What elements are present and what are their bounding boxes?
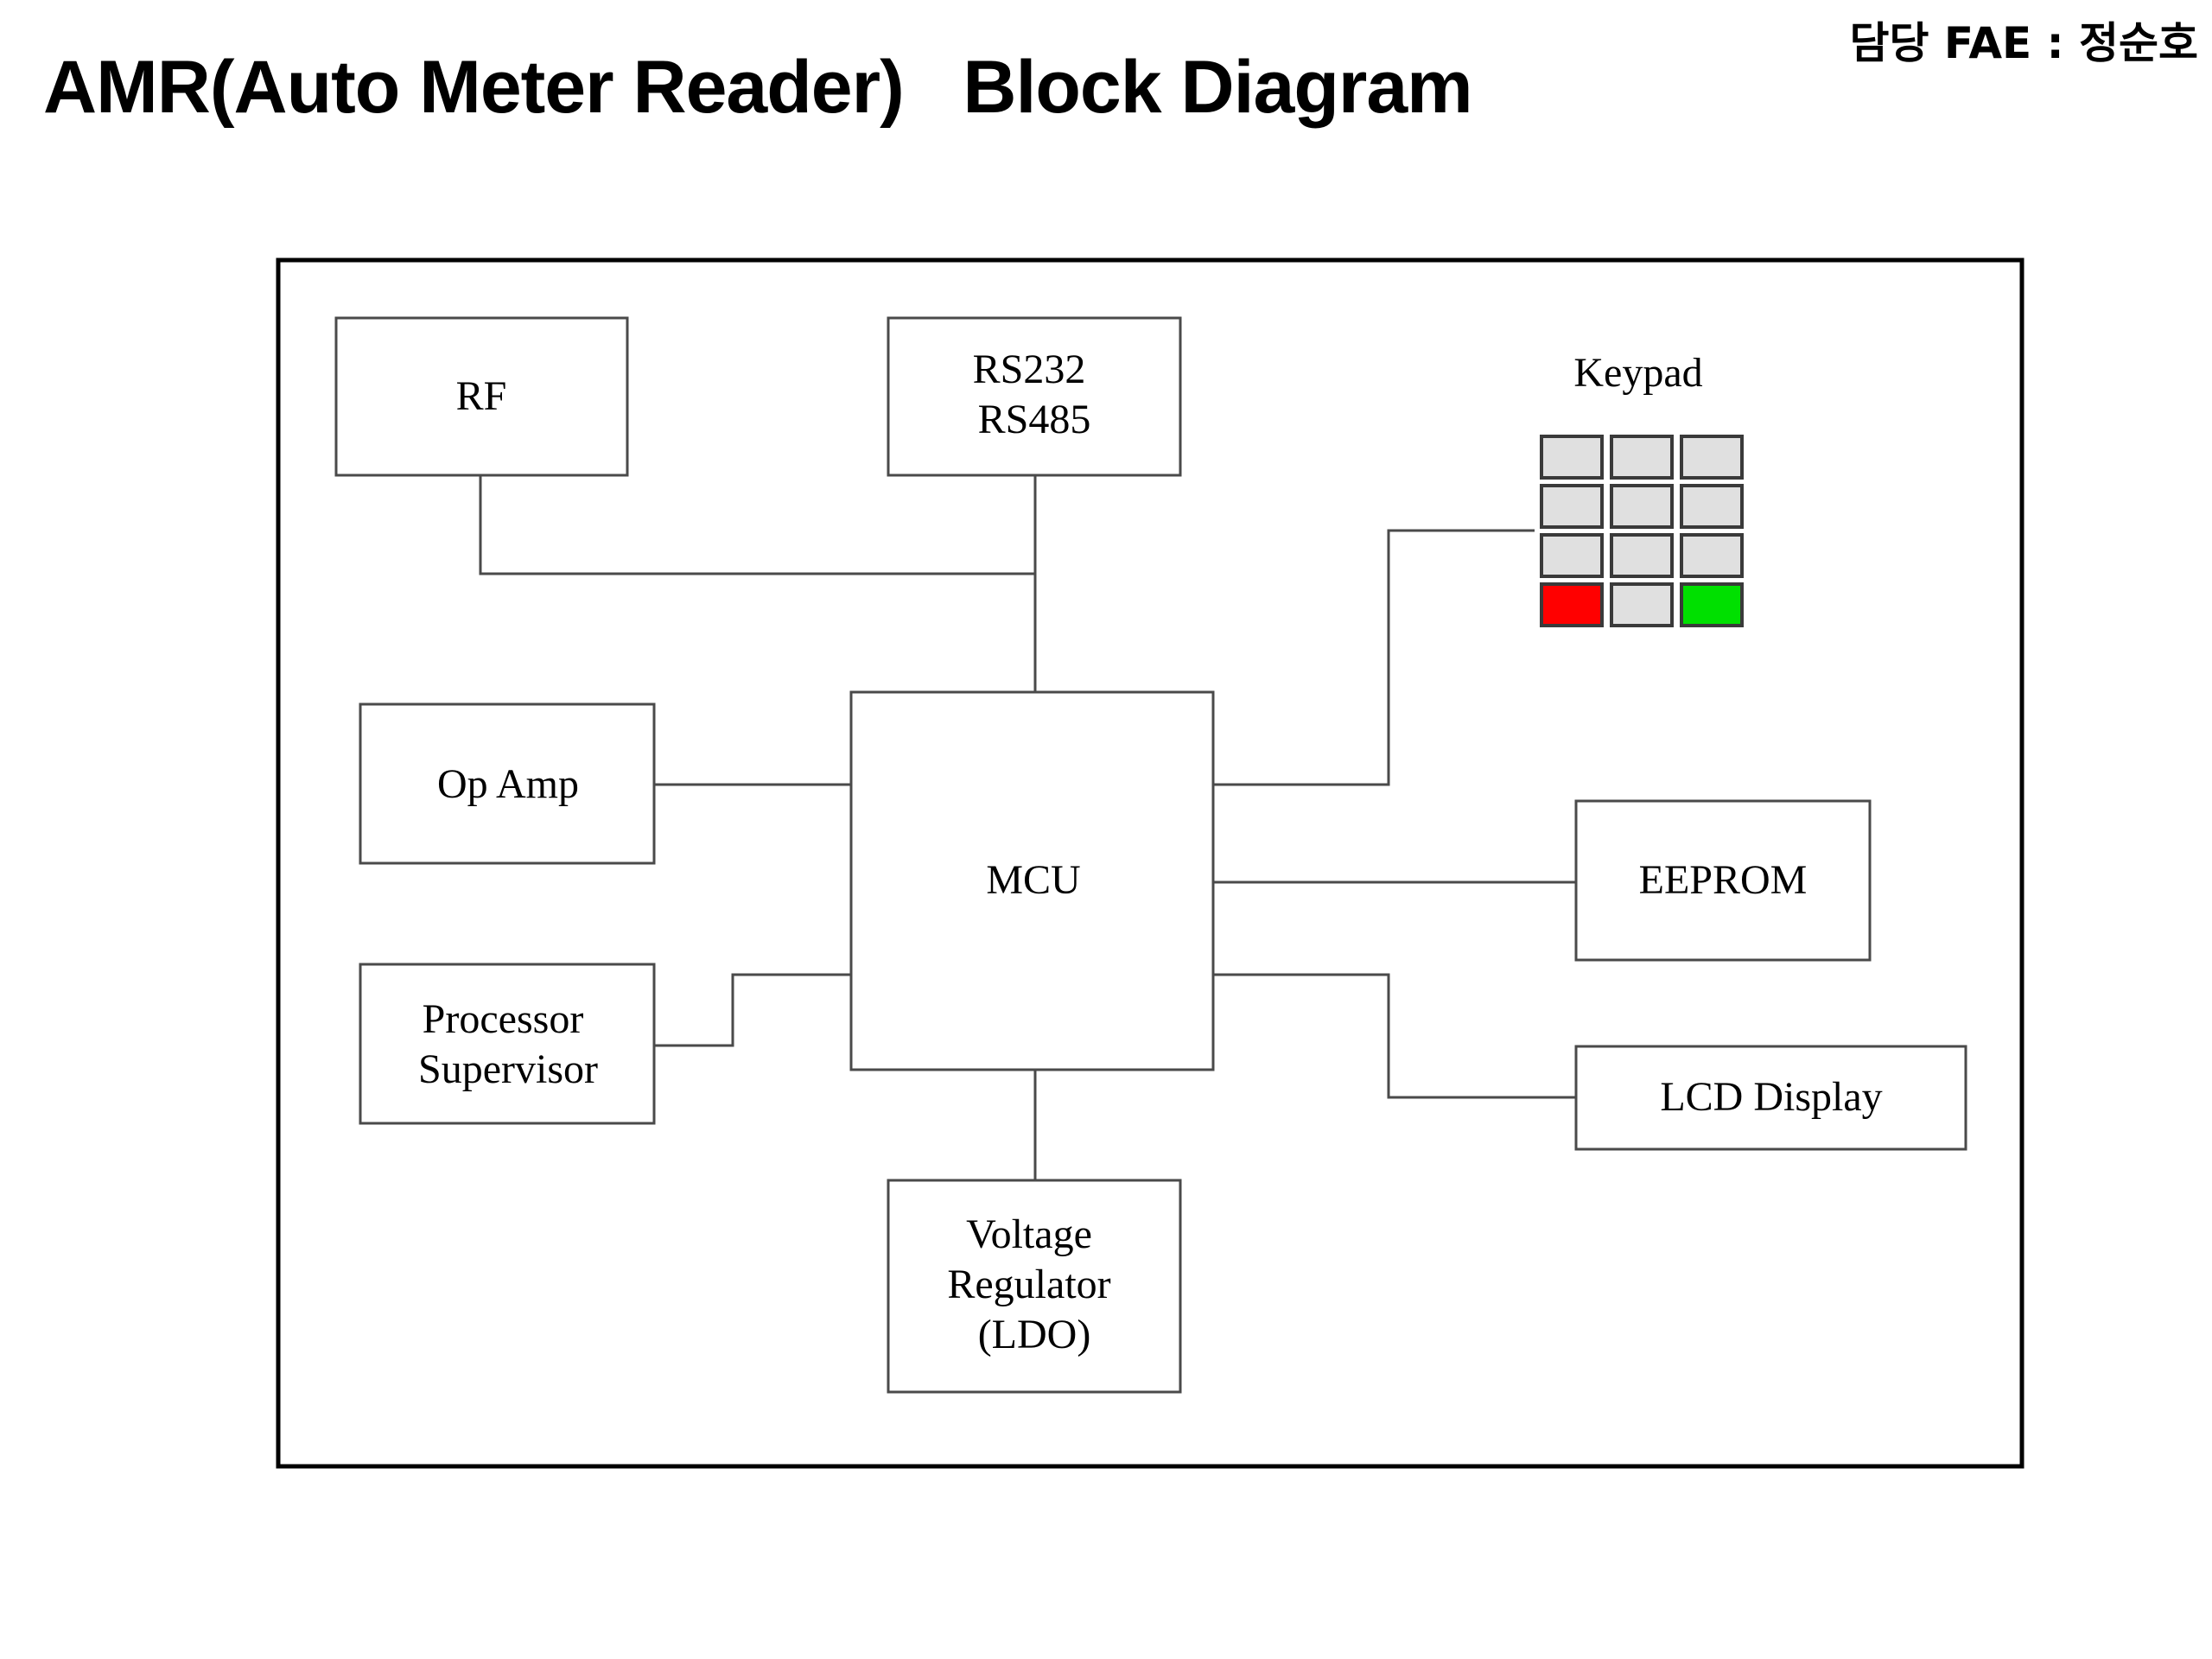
slide-title: AMR(Auto Meter Reader) Block Diagram — [43, 46, 1473, 129]
ldo-label-line2: Regulator — [947, 1262, 1110, 1307]
svg-text:MCU: MCU — [986, 857, 1080, 903]
mcu-label: MCU — [986, 857, 1080, 903]
rs232-rs485-box — [887, 316, 1182, 477]
lcd-display-box — [1574, 1045, 1967, 1151]
keypad-key — [1610, 484, 1674, 529]
mcu-block: MCU — [849, 690, 1215, 1071]
owner-label: 담당 FAE : 정순호 — [1849, 18, 2199, 68]
svg-text:RS232 RS485: RS232 RS485 — [973, 346, 1096, 442]
keypad-key — [1540, 435, 1604, 480]
lcd-display-block: LCD Display — [1574, 1045, 1967, 1151]
keypad-key — [1540, 533, 1604, 578]
supervisor-label-line1: Processor — [423, 996, 584, 1042]
keypad-key — [1540, 484, 1604, 529]
supervisor-box — [359, 963, 656, 1125]
rs232-label: RS232 — [973, 346, 1086, 392]
opamp-block: Op Amp — [359, 702, 656, 865]
keypad-key-red — [1540, 582, 1604, 627]
rf-label: RF — [456, 373, 507, 419]
diagram-frame — [276, 257, 2024, 1469]
keypad-label: Keypad — [1573, 350, 1702, 396]
svg-text:Voltage Regulator: Voltage Regulator (LDO) — [947, 1211, 1121, 1357]
ldo-block: Voltage Regulator (LDO) — [887, 1179, 1182, 1394]
rs232-rs485-block: RS232 RS485 — [887, 316, 1182, 477]
svg-text:Processor Supervisor: Processor Supervisor — [418, 996, 598, 1092]
keypad-key — [1680, 533, 1744, 578]
keypad-key — [1610, 435, 1674, 480]
mcu-box — [849, 690, 1215, 1071]
rf-box — [334, 316, 629, 477]
eeprom-block: EEPROM — [1574, 799, 1872, 962]
supervisor-block: Processor Supervisor — [359, 963, 656, 1125]
svg-text:LCD Display: LCD Display — [1660, 1074, 1882, 1120]
opamp-box — [359, 702, 656, 865]
supervisor-label-line2: Supervisor — [418, 1046, 598, 1092]
eeprom-label: EEPROM — [1639, 857, 1808, 903]
eeprom-box — [1574, 799, 1872, 962]
keypad-key — [1680, 484, 1744, 529]
connector-supervisor-mcu — [654, 973, 851, 1047]
ldo-box — [887, 1179, 1182, 1394]
svg-text:Op Amp: Op Amp — [437, 761, 579, 807]
keypad-key — [1610, 582, 1674, 627]
svg-text:EEPROM: EEPROM — [1639, 857, 1808, 903]
connector-mcu-lcd — [1213, 973, 1576, 1099]
ldo-label-line3: (LDO) — [978, 1312, 1091, 1357]
keypad-key-green — [1680, 582, 1744, 627]
keypad-block: Keypad — [1540, 350, 1744, 627]
connector-rf-bus — [479, 475, 1035, 575]
rs485-label: RS485 — [978, 397, 1091, 442]
lcd-display-label: LCD Display — [1660, 1074, 1882, 1120]
svg-text:Keypad: Keypad — [1573, 350, 1702, 396]
rf-block: RF — [334, 316, 629, 477]
ldo-label-line1: Voltage — [966, 1211, 1092, 1257]
opamp-label: Op Amp — [437, 761, 579, 807]
svg-text:RF: RF — [456, 373, 507, 419]
keypad-key — [1680, 435, 1744, 480]
keypad-icon — [1540, 435, 1744, 627]
keypad-key — [1610, 533, 1674, 578]
connector-mcu-keypad — [1213, 529, 1535, 786]
connectors — [479, 475, 1576, 1180]
